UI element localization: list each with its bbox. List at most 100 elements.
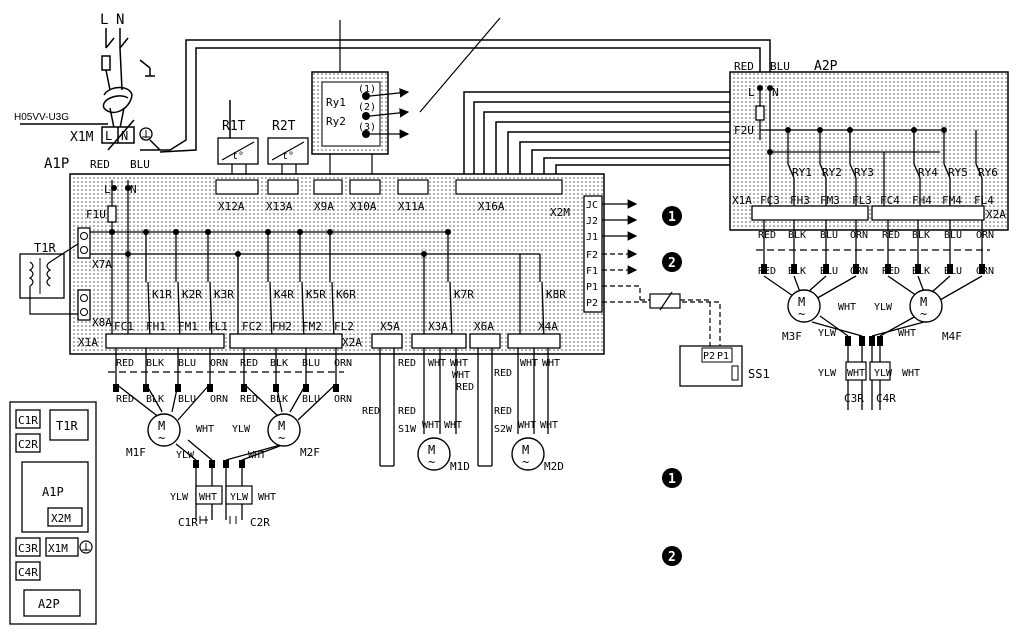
m2f-wire-red-top: RED	[240, 358, 258, 369]
m4f-wire-blk: BLK	[912, 266, 930, 277]
c1r-capacitor: YLW WHT C1R	[170, 485, 223, 529]
c4r-capacitor: YLW WHT C4R	[869, 361, 920, 405]
x8a-label: X8A	[92, 316, 112, 329]
m2f-wire-blk-top: BLK	[270, 358, 288, 369]
m3f-motor: M ~ M3F WHT YLW	[782, 289, 856, 343]
r1t-label: R1T	[222, 119, 246, 134]
m3f-wire-blu-top: BLU	[820, 230, 838, 241]
c3r-label: C3R	[844, 392, 864, 405]
legend-c3r: C3R	[18, 542, 38, 555]
x2m-label: X2M	[550, 206, 570, 219]
m1f-wht: WHT	[196, 424, 214, 435]
r1t-t-label: t°	[232, 151, 244, 162]
x2a-label: X2A	[342, 336, 362, 349]
fl2-label: FL2	[334, 320, 354, 333]
power-l-label: L	[100, 12, 108, 28]
ry-contact-3: (3)	[358, 122, 376, 133]
x6a-red2: RED	[494, 368, 512, 379]
fc4-label: FC4	[880, 194, 900, 207]
c1r-ylw: YLW	[170, 492, 189, 503]
ry3-a2p-label: RY3	[854, 166, 874, 179]
c3r-wht: WHT	[847, 368, 865, 379]
x5a-label: X5A	[380, 320, 400, 333]
x11a-label: X11A	[398, 200, 425, 213]
c2r-wht: WHT	[258, 492, 276, 503]
m1f-wire-orn-top: ORN	[210, 358, 228, 369]
c2r-capacitor: YLW WHT C2R	[225, 485, 276, 529]
callout-2-bottom: 2	[662, 546, 682, 566]
m1f-wire-red-top: RED	[116, 358, 134, 369]
callout-2-bottom-text: 2	[668, 550, 676, 565]
m2f-label: M2F	[300, 446, 320, 459]
k8r-label: K8R	[546, 288, 566, 301]
x5a-wht: RED	[398, 358, 416, 369]
callout-1-top: 1	[662, 206, 682, 226]
a1p-bottom-connectors	[105, 333, 561, 349]
m1f-wire-blk-top: BLK	[146, 358, 164, 369]
c3r-capacitor: YLW WHT C3R	[818, 361, 867, 405]
a1p-label: A1P	[44, 156, 69, 172]
m1f-motor: M ~ M1F WHT YLW	[126, 413, 214, 461]
m3f-wire-blk: BLK	[788, 266, 806, 277]
m3f-wire-red-top: RED	[758, 230, 776, 241]
m1f-label: M1F	[126, 446, 146, 459]
a1p-red-label: RED	[90, 158, 110, 171]
ry6-a2p-label: RY6	[978, 166, 998, 179]
x2m-f2: F2	[586, 250, 598, 261]
x13a-label: X13A	[266, 200, 293, 213]
a2p-label: A2P	[814, 59, 838, 74]
m4f-ac: ~	[920, 307, 927, 321]
m2f-wire-red: RED	[240, 394, 258, 405]
s1w-label: S1W	[398, 424, 417, 435]
m2d-wht1: WHT	[518, 420, 536, 431]
m2f-wire-orn: ORN	[334, 394, 352, 405]
k5r-label: K5R	[306, 288, 326, 301]
x4a-label: X4A	[538, 320, 558, 333]
a1p-internal-wiring	[90, 180, 545, 341]
m3f-ylw: YLW	[818, 328, 837, 339]
fh2-label: FH2	[272, 320, 292, 333]
x6a-label: X6A	[474, 320, 494, 333]
m2f-motor: M ~ M2F WHT YLW	[232, 413, 320, 461]
x10a-label: X10A	[350, 200, 377, 213]
x2m-p1: P1	[586, 282, 598, 293]
x2m-f1: F1	[586, 266, 598, 277]
ry-contact-2: (2)	[358, 102, 376, 113]
x7a-label: X7A	[92, 258, 112, 271]
m2f-wire-blu: BLU	[302, 394, 320, 405]
m2f-wht: WHT	[248, 450, 266, 461]
component-legend	[9, 401, 97, 625]
callout-1-bottom-text: 1	[668, 472, 676, 487]
m3f-wire-blu: BLU	[820, 266, 838, 277]
m4f-wire-red: RED	[882, 266, 900, 277]
a2p-l-label: L	[748, 86, 755, 99]
callout-2-top-text: 2	[668, 256, 676, 271]
fm1-label: FM1	[178, 320, 198, 333]
m1f-wire-blu-top: BLU	[178, 358, 196, 369]
c2r-label: C2R	[250, 516, 270, 529]
x6a-red: RED	[456, 382, 474, 393]
ry-contact-1: (1)	[358, 84, 376, 95]
a1p-n-label: N	[130, 183, 137, 196]
legend-c4r: C4R	[18, 566, 38, 579]
m4f-wire-red-top: RED	[882, 230, 900, 241]
power-n-label: N	[116, 12, 124, 28]
a2p-internal-wiring	[755, 88, 983, 208]
a1p-junctions	[109, 185, 451, 257]
m1f-wire-orn: ORN	[210, 394, 228, 405]
m1f-wire-red: RED	[116, 394, 134, 405]
m1f-ac: ~	[158, 431, 165, 445]
x3a-wht2: WHT	[450, 358, 468, 369]
m4f-m: M	[920, 295, 927, 309]
m4f-wht: WHT	[898, 328, 916, 339]
c4r-wht: WHT	[902, 368, 920, 379]
m1d-wht2: WHT	[444, 420, 462, 431]
m2f-wire-blu-top: BLU	[302, 358, 320, 369]
k2r-label: K2R	[182, 288, 202, 301]
ss1-p1-label: P1	[717, 351, 729, 362]
c4r-ylw: YLW	[874, 368, 893, 379]
fc1-label: FC1	[114, 320, 134, 333]
legend-t1r: T1R	[56, 419, 78, 433]
fl3-label: FL3	[852, 194, 872, 207]
